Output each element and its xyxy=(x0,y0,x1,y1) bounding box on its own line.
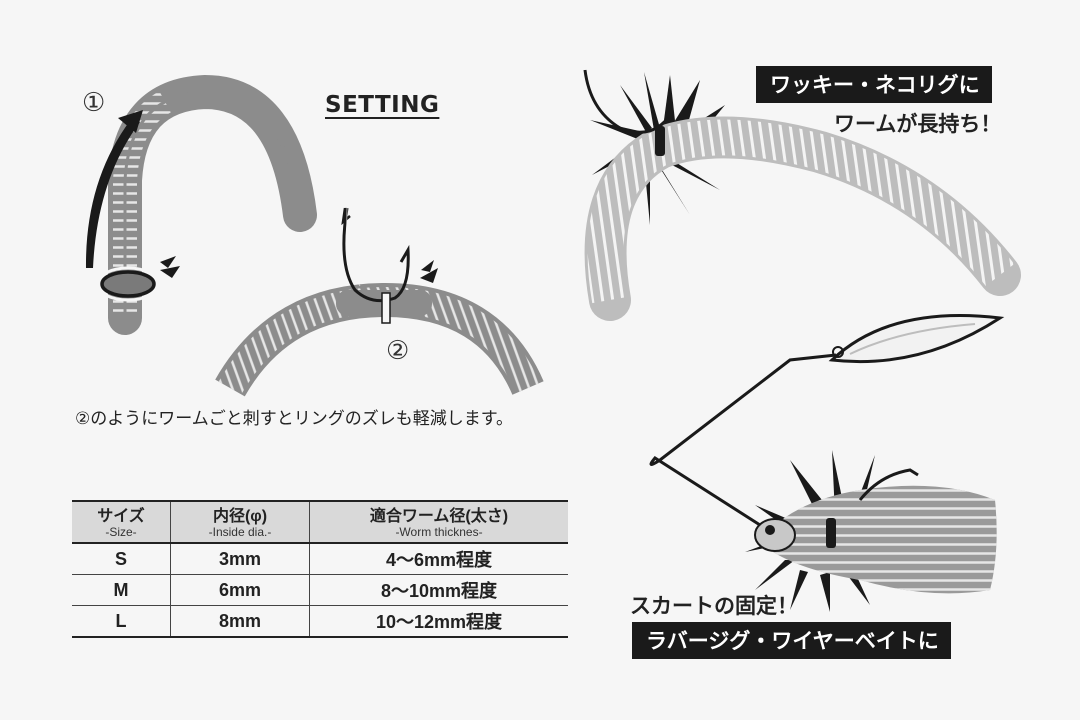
pointer-triangle-icon xyxy=(160,266,180,278)
ring-on-hook xyxy=(381,292,391,324)
table-row: M 6mm 8～10mm程度 xyxy=(72,574,568,606)
slide-arrow-icon xyxy=(85,118,140,268)
wacky-rig-figure xyxy=(583,69,1021,321)
ring-on-skirt xyxy=(826,518,836,548)
size-cell: L xyxy=(72,605,171,638)
ring-on-worm xyxy=(100,270,156,298)
worm-thickness-cell: 10～12mm程度 xyxy=(309,605,568,638)
setting-caption: ②のようにワームごと刺すとリングのズレも軽減します。 xyxy=(75,409,514,429)
rubber-jig-banner: ラバージグ・ワイヤーベイトに xyxy=(632,622,951,659)
worm-figure-1 xyxy=(85,74,317,335)
inside-dia-cell: 6mm xyxy=(170,574,310,606)
jig-head xyxy=(754,518,796,552)
hook-icon xyxy=(341,207,351,226)
setting-title: SETTING xyxy=(325,92,440,118)
header-inside-dia: 内径(φ) -Inside dia.- xyxy=(170,500,310,544)
table-row: S 3mm 4～6mm程度 xyxy=(72,543,568,575)
skirt-subtext: スカートの固定！ xyxy=(630,594,798,618)
step-1-number: ① xyxy=(82,88,106,118)
wacky-banner: ワッキー・ネコリグに xyxy=(756,66,992,103)
size-table: サイズ -Size- 内径(φ) -Inside dia.- 適合ワーム径(太さ… xyxy=(72,500,568,638)
wacky-subtext: ワームが長持ち！ xyxy=(834,112,1002,136)
step-2-number: ② xyxy=(386,336,410,366)
header-worm-thickness: 適合ワーム径(太さ) -Worm thicknes- xyxy=(309,500,568,544)
size-table-header-row: サイズ -Size- 内径(φ) -Inside dia.- 適合ワーム径(太さ… xyxy=(72,500,568,544)
blade-icon xyxy=(828,314,1005,364)
ring-on-worm xyxy=(655,126,665,156)
table-row: L 8mm 10～12mm程度 xyxy=(72,605,568,638)
header-size: サイズ -Size- xyxy=(72,500,171,544)
wire-arm xyxy=(649,353,837,527)
worm-thickness-cell: 4～6mm程度 xyxy=(309,543,568,575)
worm-figure-2 xyxy=(215,207,544,397)
worm-thickness-cell: 8～10mm程度 xyxy=(309,574,568,606)
inside-dia-cell: 8mm xyxy=(170,605,310,638)
inside-dia-cell: 3mm xyxy=(170,543,310,575)
pointer-triangle-icon xyxy=(420,268,438,283)
size-cell: S xyxy=(72,543,171,575)
spinnerbait-figure xyxy=(649,314,1005,612)
size-cell: M xyxy=(72,574,171,606)
